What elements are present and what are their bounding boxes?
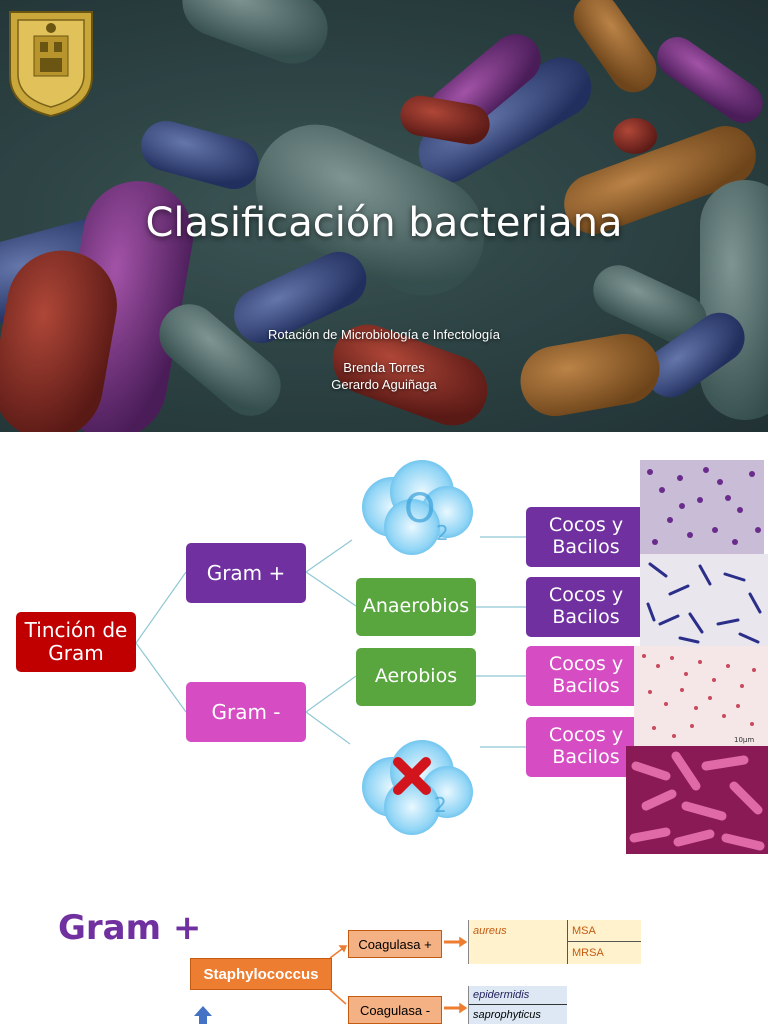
course-subtitle: Rotación de Microbiología e Infectología — [268, 327, 500, 342]
species-cell: epidermidis — [469, 986, 567, 1005]
oxygen-cloud-icon: O 2 — [362, 460, 473, 555]
cross-icon — [393, 757, 431, 795]
slide-heading: Gram + — [58, 908, 202, 948]
gram-negative-micrograph: 10µm — [634, 646, 768, 746]
up-arrow-icon — [194, 1006, 212, 1024]
gram-positive-bacilli-micrograph — [640, 554, 768, 646]
anaerobes-node: Anaerobios — [356, 578, 476, 636]
no-oxygen-cloud-icon: 2 — [362, 740, 473, 835]
coagulase-negative-table: epidermidis saprophyticus — [468, 986, 567, 1024]
bacteria-background-image — [0, 0, 768, 432]
species-cell: aureus — [473, 925, 507, 937]
o2-subscript: 2 — [436, 521, 449, 545]
gram-negative-rods-sem-image — [626, 746, 768, 854]
author-name: Gerardo Aguiñaga — [331, 377, 437, 392]
gram-classification-slide: Tinción de Gram Gram + Gram - Anaerobios… — [0, 432, 768, 864]
msa-cell: MSA — [567, 920, 641, 942]
coagulase-negative-node: Coagulasa - — [348, 996, 442, 1024]
cocos-bacilos-box: Cocos y Bacilos — [526, 577, 646, 637]
coagulase-positive-node: Coagulasa + — [348, 930, 442, 958]
mrsa-cell: MRSA — [567, 942, 641, 964]
gram-negative-node: Gram - — [186, 682, 306, 742]
species-cell: saprophyticus — [473, 1008, 541, 1021]
gram-positive-cocci-micrograph — [640, 460, 764, 554]
diagram-connectors — [135, 536, 526, 748]
cocos-bacilos-box: Cocos y Bacilos — [526, 646, 646, 706]
gram-positive-node: Gram + — [186, 543, 306, 603]
author-name: Brenda Torres — [343, 360, 425, 375]
aureus-table: aureus MSA MRSA — [468, 920, 641, 964]
staphylococcus-node: Staphylococcus — [190, 958, 332, 990]
gram-positive-slide: Gram + Staphylococcus Coagulasa + Coagul… — [0, 864, 768, 1024]
flow-arrows — [194, 936, 468, 1024]
cocos-bacilos-box: Cocos y Bacilos — [526, 507, 646, 567]
gram-stain-root: Tinción de Gram — [16, 612, 136, 672]
scale-bar-label: 10µm — [734, 736, 754, 744]
university-crest-logo — [9, 11, 93, 118]
presentation-title: Clasificación bacteriana — [145, 200, 623, 246]
title-slide: Clasificación bacteriana Rotación de Mic… — [0, 0, 768, 432]
o2-subscript: 2 — [434, 793, 447, 817]
o2-symbol: O — [404, 486, 435, 532]
aerobes-node: Aerobios — [356, 648, 476, 706]
